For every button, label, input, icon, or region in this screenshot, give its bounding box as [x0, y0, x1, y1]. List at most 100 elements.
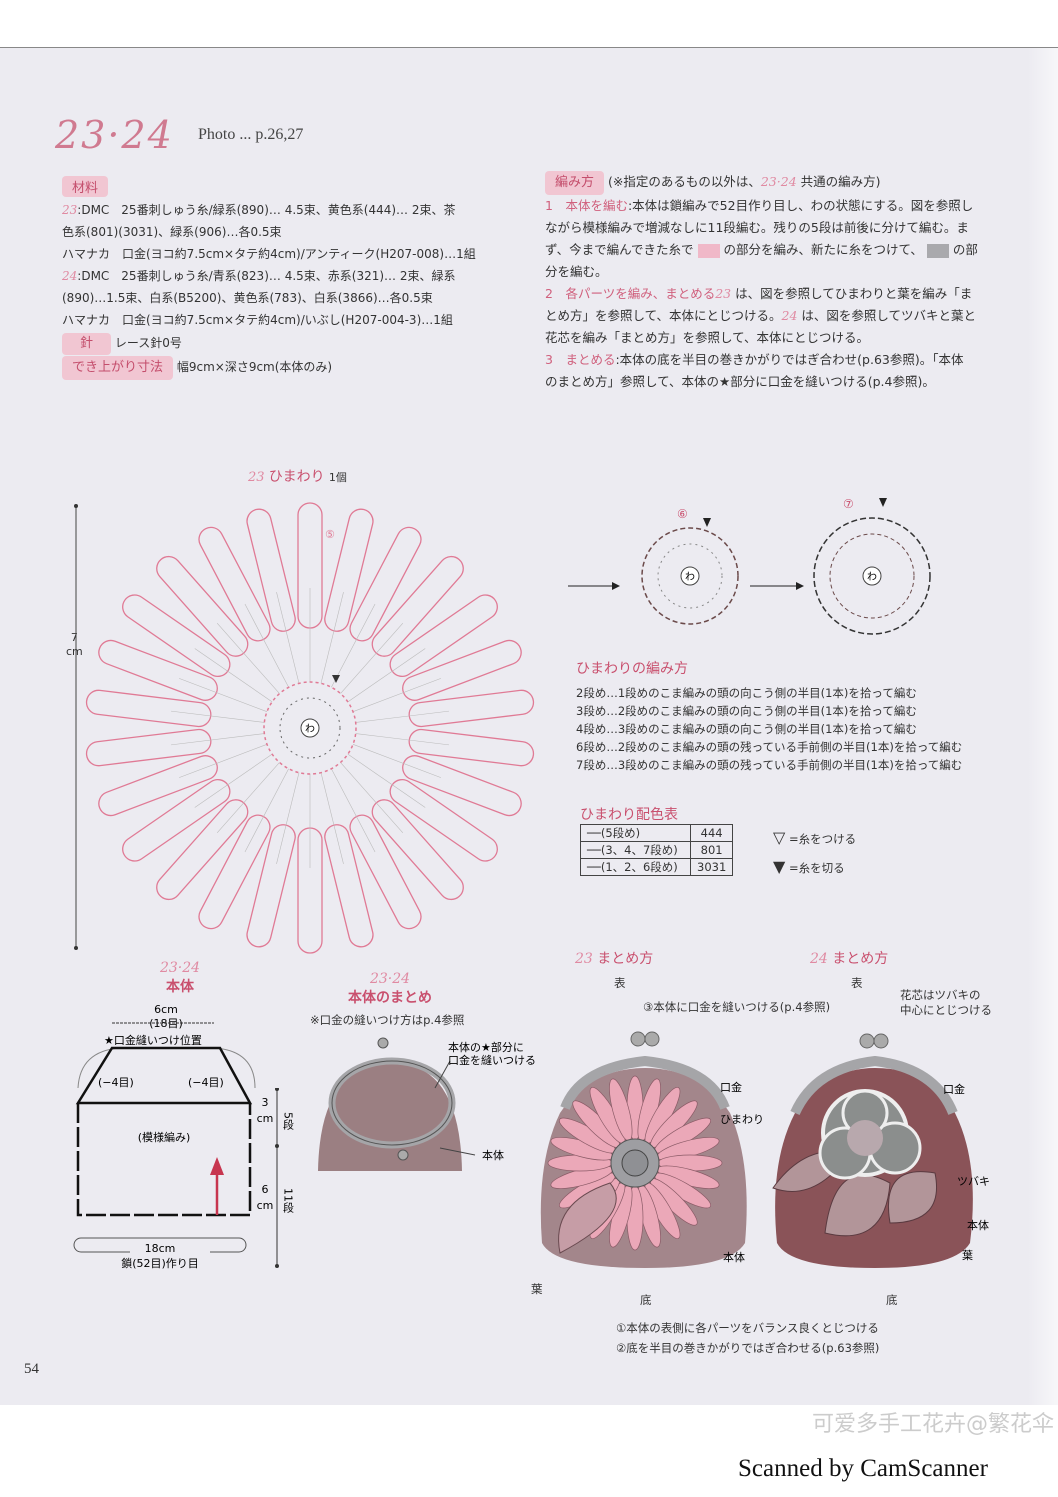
book-page: 23·24 Photo ... p.26,27 材料 23:DMC 25番刺しゅ… — [0, 47, 1058, 1405]
petal — [371, 555, 464, 657]
needle-value: レース針0号 — [114, 336, 182, 350]
howto-section: ひまわりの編み方 2段め…1段めのこま編みの頭の向こう側の半目(1本)を拾って編… — [576, 661, 963, 772]
petal-stitch-line — [244, 603, 289, 688]
height-dimension: 3 cm 5段 6 cm 11段 — [257, 1088, 295, 1268]
petal-stitch-line — [347, 753, 426, 808]
petal — [85, 728, 212, 767]
svg-text:6cm: 6cm — [154, 1003, 178, 1016]
finish24-bottom-label: 底 — [886, 1293, 898, 1307]
svg-text:口金: 口金 — [943, 1082, 965, 1096]
sunflower-title: 23 ひまわり 1個 — [248, 469, 347, 485]
petal-stitch-line — [178, 744, 268, 778]
round-5-marker: ⑤ — [325, 528, 335, 541]
cut-yarn-icon — [703, 518, 711, 527]
finish-note-3: ③本体に口金を縫いつける(p.4参照) — [643, 1000, 831, 1014]
petal — [156, 555, 249, 657]
material-line: 24:DMC 25番刺しゅう糸/青系(823)… 4.5束、赤系(321)… 2… — [62, 269, 456, 283]
svg-text:葉: 葉 — [962, 1248, 973, 1262]
watermark: 可爱多手工花卉@繁花伞 — [812, 1412, 1055, 1437]
petal — [246, 824, 296, 948]
body-chart: 6cm (18目) ★口金縫いつけ位置 (−4目) (−4目) (模様編み) 1… — [73, 1003, 256, 1270]
petal — [324, 824, 374, 948]
petal-stitch-line — [216, 762, 280, 833]
petal — [371, 799, 464, 901]
svg-text:★口金縫いつけ位置: ★口金縫いつけ位置 — [104, 1033, 202, 1047]
petal-stitch-line — [320, 772, 344, 865]
finish24-side: 表 — [851, 976, 863, 990]
material-line: ハマナカ 口金(ヨコ約7.5cm×タテ約4cm)/アンティーク(H207-008… — [62, 247, 476, 261]
svg-text:鎖(52目)作り目: 鎖(52目)作り目 — [121, 1256, 199, 1270]
petal-stitch-line — [331, 603, 376, 688]
assembly-title: 23·24 本体のまとめ — [348, 971, 432, 1006]
finish24-diagram: 口金 ツバキ 本体 葉 — [772, 1033, 990, 1268]
gray-swatch — [926, 243, 949, 258]
body-chart-title: 23·24 本体 — [159, 960, 201, 995]
finish23-title: 23 まとめ方 — [575, 951, 654, 967]
svg-text:(−4目): (−4目) — [188, 1076, 224, 1089]
petal — [402, 639, 522, 701]
petal-stitch-line — [178, 678, 268, 712]
svg-text:(−4目): (−4目) — [98, 1076, 134, 1089]
petal-stitch-line — [355, 733, 450, 746]
photo-reference: Photo ... p.26,27 — [198, 126, 304, 143]
petal-stitch-line — [352, 678, 442, 712]
svg-text:18cm: 18cm — [145, 1242, 176, 1255]
table-row: ──(1、2、6段め)3031 — [580, 858, 734, 876]
petal-stitch-line — [216, 623, 280, 694]
svg-text:11段: 11段 — [282, 1188, 295, 1214]
pink-swatch — [697, 243, 720, 258]
svg-text:本体: 本体 — [482, 1148, 504, 1162]
finish23-diagram: 口金 ひまわり 本体 — [540, 1031, 764, 1268]
svg-text:本体: 本体 — [723, 1250, 745, 1264]
round-6-marker: ⑥ — [677, 507, 688, 521]
materials-section: 材料 23:DMC 25番刺しゅう糸/緑系(890)… 4.5束、黄色系(444… — [62, 176, 532, 380]
needle-tag: 針 — [62, 333, 112, 355]
petal — [246, 508, 296, 632]
petal-stitch-line — [352, 744, 442, 778]
magic-ring-label: わ — [685, 571, 695, 583]
direction-arrow-icon — [210, 1157, 224, 1175]
color-table: ──(5段め)444 ──(3、4、7段め)801 ──(1、2、6段め)303… — [580, 824, 734, 876]
petal — [408, 728, 535, 767]
svg-text:口金を縫いつける: 口金を縫いつける — [448, 1053, 536, 1067]
svg-text:(模様編み): (模様編み) — [138, 1130, 191, 1144]
petal-stitch-line — [276, 591, 300, 684]
petal — [122, 778, 231, 862]
material-line: 23:DMC 25番刺しゅう糸/緑系(890)… 4.5束、黄色系(444)… … — [62, 203, 456, 217]
svg-text:ひまわり: ひまわり — [720, 1113, 764, 1126]
materials-tag: 材料 — [62, 176, 109, 197]
symbol-legend: ▽ =糸をつける ▼ =糸を切る — [773, 828, 857, 876]
size-tag: でき上がり寸法 — [62, 356, 174, 380]
sunflower-chart: わ ⑤ — [74, 502, 535, 954]
petal — [98, 639, 218, 701]
petal-stitch-line — [194, 648, 273, 703]
svg-text:5段: 5段 — [282, 1112, 295, 1131]
petal-stitch-line — [355, 710, 450, 723]
petal-stitch-line — [170, 733, 265, 746]
finish23-bottom-label: 底 — [640, 1293, 652, 1307]
finish24-title: 24 まとめ方 — [810, 951, 889, 967]
round-7-marker: ⑦ — [843, 498, 854, 511]
assembly-note: ※口金の縫いつけ方はp.4参照 — [310, 1013, 465, 1027]
svg-text:cm: cm — [257, 1112, 274, 1125]
petal — [389, 594, 498, 678]
cut-yarn-icon: ▼ — [773, 857, 786, 876]
page-number: 54 — [24, 1361, 39, 1377]
material-line: 色系(801)(3031)、緑系(906)…各0.5束 — [62, 225, 282, 239]
assembly-diagram: 本体の★部分に 口金を縫いつける 本体 — [318, 1037, 536, 1171]
finish23-side: 表 — [614, 976, 626, 990]
finish24-note: 花芯はツバキの中心にとじつける — [900, 988, 992, 1017]
svg-text:3: 3 — [262, 1096, 269, 1109]
material-line: (890)…1.5束、白系(B5200)、黄色系(783)、白系(3866)…各… — [62, 291, 433, 305]
petal — [98, 755, 218, 817]
svg-text:6: 6 — [262, 1183, 269, 1196]
petal — [402, 755, 522, 817]
petal-stitch-line — [340, 762, 404, 833]
sunflower-steps: わ ⑥ わ ⑦ — [568, 498, 931, 635]
petal-stitch-line — [347, 648, 426, 703]
cut-yarn-icon — [879, 498, 887, 507]
pattern-number: 23·24 — [55, 113, 174, 157]
magic-ring-label: わ — [867, 571, 877, 583]
magic-ring-label: わ — [305, 723, 315, 735]
